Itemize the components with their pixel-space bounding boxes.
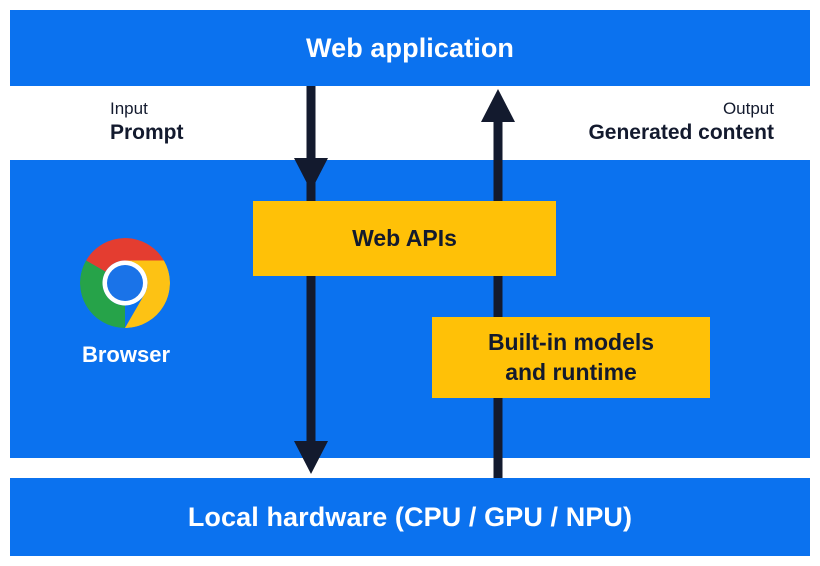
flow-label-input: Input Prompt [110,99,184,146]
box-builtin-models-line2: and runtime [505,358,637,385]
flow-label-input-kicker: Input [110,99,148,118]
browser-node-caption: Browser [81,342,171,367]
flow-label-output: Output Generated content [588,99,774,146]
box-web-apis[interactable]: Web APIs [253,201,556,276]
flow-label-input-value: Prompt [110,121,184,145]
browser-node: Browser [80,238,172,368]
band-web-application: Web application [10,10,810,86]
box-web-apis-label: Web APIs [352,224,457,251]
chrome-logo-icon [80,238,170,328]
band-local-hardware: Local hardware (CPU / GPU / NPU) [10,478,810,556]
band-web-application-label: Web application [305,32,515,63]
band-local-hardware-label: Local hardware (CPU / GPU / NPU) [187,501,633,532]
box-builtin-models-line1: Built-in models [487,329,655,356]
flow-label-output-value: Generated content [588,121,774,145]
flow-label-output-kicker: Output [722,99,774,118]
